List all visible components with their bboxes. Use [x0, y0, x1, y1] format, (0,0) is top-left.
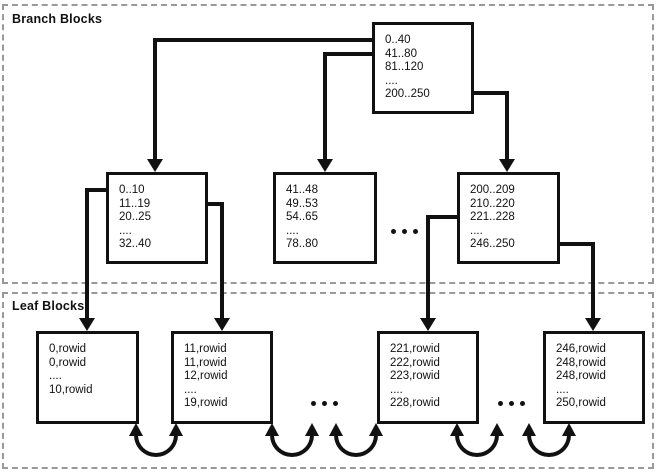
block-entry: 246,rowid	[556, 343, 606, 355]
up-arrowhead-icon	[305, 423, 319, 436]
branch-block-root: 0..40 41..80 81..120 .... 200..250	[372, 22, 474, 114]
connector-root-to-branch-left-vertical	[153, 38, 157, 160]
connector-root-to-branch-right-vertical	[505, 91, 509, 160]
block-entry: ....	[390, 383, 403, 396]
leaf-block-2: 11,rowid 11,rowid 12,rowid .... 19,rowid	[171, 331, 273, 424]
branch-blocks-label: Branch Blocks	[12, 12, 103, 26]
down-arrowhead-icon	[79, 318, 95, 331]
block-entry: ....	[49, 370, 62, 382]
up-arrowhead-icon	[129, 423, 143, 436]
up-arrowhead-icon	[265, 423, 279, 436]
block-entry: 200..250	[385, 88, 430, 100]
ellipsis-dot	[520, 401, 525, 406]
ellipsis-leaf-row-left	[311, 401, 338, 406]
block-entry: 32..40	[119, 238, 151, 250]
up-arrowhead-icon	[369, 423, 383, 436]
ellipsis-dot	[322, 401, 327, 406]
ellipsis-branch-row	[391, 229, 418, 234]
down-arrowhead-icon	[147, 159, 163, 172]
block-entry: 11,rowid	[184, 356, 227, 369]
up-arrowhead-icon	[562, 423, 576, 436]
block-entry: 19,rowid	[184, 397, 228, 409]
block-entry: 41..80	[385, 47, 417, 60]
up-arrowhead-icon	[450, 423, 464, 436]
block-entry: 10,rowid	[49, 383, 93, 396]
down-arrowhead-icon	[317, 159, 333, 172]
connector-root-to-branch-left-horizontal	[155, 38, 372, 42]
block-entry: 81..120	[385, 61, 424, 73]
block-entry: 210..220	[470, 197, 515, 210]
ellipsis-dot	[509, 401, 514, 406]
block-entry: 20..25	[119, 211, 151, 223]
connector-branch-left-to-leaf1-horizontal	[85, 188, 106, 192]
up-arrowhead-icon	[329, 423, 343, 436]
block-entry: 248,rowid	[556, 356, 606, 369]
block-entry: ....	[385, 74, 398, 87]
block-entry: 49..53	[286, 197, 318, 210]
block-entry: 221..228	[470, 211, 515, 223]
ellipsis-dot	[333, 401, 338, 406]
connector-branch-right-to-leaf3-vertical	[426, 215, 430, 318]
block-entry: 246..250	[470, 238, 515, 250]
down-arrowhead-icon	[585, 318, 601, 331]
block-entry: 250,rowid	[556, 397, 606, 409]
block-entry: 0..40	[385, 34, 411, 46]
leaf-block-1: 0,rowid 0,rowid .... 10,rowid	[36, 331, 139, 424]
branch-block-left: 0..10 11..19 20..25 .... 32..40	[106, 172, 208, 264]
up-arrowhead-icon	[522, 423, 536, 436]
branch-block-middle: 41..48 49..53 54..65 .... 78..80	[273, 172, 377, 264]
block-entry: ....	[556, 383, 569, 396]
connector-root-to-branch-middle-vertical	[323, 52, 327, 160]
connector-root-to-branch-middle-horizontal	[325, 52, 372, 56]
ellipsis-dot	[402, 229, 407, 234]
connector-root-to-branch-right-horizontal	[474, 91, 509, 95]
ellipsis-leaf-row-right	[498, 401, 525, 406]
block-entry: 248,rowid	[556, 370, 606, 382]
block-entry: 78..80	[286, 238, 318, 250]
block-entry: ....	[470, 224, 483, 237]
ellipsis-dot	[311, 401, 316, 406]
down-arrowhead-icon	[420, 318, 436, 331]
block-entry: ....	[286, 224, 299, 237]
leaf-block-3: 221,rowid 222,rowid 223,rowid .... 228,r…	[377, 331, 479, 424]
block-entry: 222,rowid	[390, 356, 440, 369]
block-entry: 0,rowid	[49, 356, 87, 369]
leaf-block-4: 246,rowid 248,rowid 248,rowid .... 250,r…	[543, 331, 645, 424]
connector-branch-left-to-leaf2-vertical	[220, 202, 224, 318]
block-entry: 223,rowid	[390, 370, 440, 382]
ellipsis-dot	[391, 229, 396, 234]
down-arrowhead-icon	[499, 159, 515, 172]
block-entry: 0..10	[119, 184, 145, 196]
leaf-blocks-label: Leaf Blocks	[12, 299, 85, 313]
block-entry: 0,rowid	[49, 343, 87, 355]
block-entry: 41..48	[286, 184, 318, 196]
leaf-blocks-region	[2, 292, 654, 469]
connector-branch-left-to-leaf2-horizontal	[208, 202, 224, 206]
block-entry: 200..209	[470, 184, 515, 196]
block-entry: 54..65	[286, 211, 318, 223]
branch-blocks-region	[2, 4, 654, 284]
down-arrowhead-icon	[214, 318, 230, 331]
block-entry: ....	[184, 383, 197, 396]
block-entry: ....	[119, 224, 132, 237]
ellipsis-dot	[498, 401, 503, 406]
connector-branch-right-to-leaf4-vertical	[591, 242, 595, 318]
block-entry: 11,rowid	[184, 343, 227, 355]
connector-branch-right-to-leaf4-horizontal	[560, 242, 595, 246]
up-arrowhead-icon	[490, 423, 504, 436]
connector-branch-right-to-leaf3-horizontal	[426, 215, 457, 219]
connector-branch-left-to-leaf1-vertical	[85, 188, 89, 318]
block-entry: 221,rowid	[390, 343, 440, 355]
branch-block-right: 200..209 210..220 221..228 .... 246..250	[457, 172, 560, 264]
ellipsis-dot	[413, 229, 418, 234]
block-entry: 11..19	[119, 197, 151, 210]
block-entry: 228,rowid	[390, 397, 440, 409]
up-arrowhead-icon	[169, 423, 183, 436]
block-entry: 12,rowid	[184, 370, 228, 382]
